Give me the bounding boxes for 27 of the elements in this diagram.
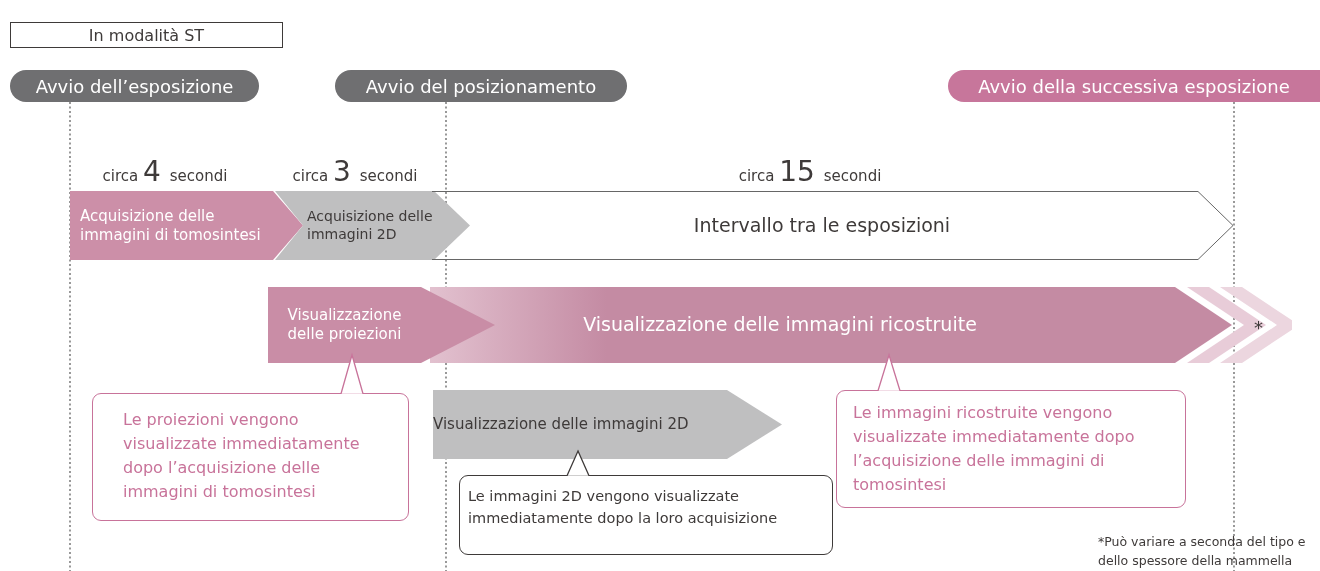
event-pill: Avvio del posizionamento	[335, 70, 627, 102]
timeline-bar	[70, 191, 303, 260]
callout-pointer	[877, 352, 901, 392]
arrow-label: Acquisizione delle immagini 2D	[307, 207, 434, 244]
callout-box: Le proiezioni vengono visualizzate immediatamente dopo l’acquisizione delle immagini di tomosintesi	[92, 393, 409, 521]
callout-pointer	[340, 352, 364, 395]
timeline-bar	[433, 390, 782, 459]
footnote-text: *Può variare a seconda del tipo e dello spessore della mammella	[1098, 533, 1307, 571]
arrow-label: Acquisizione delle immagini di tomosintesi	[80, 205, 262, 246]
duration-label: circa 4 secondi	[101, 155, 229, 188]
callout-box: Le immagini 2D vengono visualizzate immediatamente dopo la loro acquisizione	[459, 475, 833, 555]
timeline-bar	[268, 287, 495, 363]
timeline-bar	[430, 287, 1292, 363]
mode-box: In modalità ST	[10, 22, 283, 48]
callout-box: Le immagini ricostruite vengono visualizzate immediatamente dopo l’acquisizione delle immagini di tomosintesi	[836, 390, 1186, 508]
duration-label: circa 15 secondi	[737, 155, 883, 188]
callout-pointer	[566, 449, 590, 477]
arrow-label: Visualizzazione delle proiezioni	[286, 305, 403, 345]
timeline-bar	[275, 191, 470, 260]
timeline-bar	[432, 191, 1234, 260]
arrow-label: Visualizzazione delle immagini 2D	[433, 414, 690, 436]
footnote-marker: *	[1254, 316, 1264, 340]
duration-label: circa 3 secondi	[291, 155, 419, 188]
arrow-label: Intervallo tra le esposizioni	[692, 212, 952, 238]
event-pill: Avvio della successiva esposizione	[948, 70, 1320, 102]
arrow-label: Visualizzazione delle immagini ricostruite	[582, 312, 978, 338]
event-pill: Avvio dell’esposizione	[10, 70, 259, 102]
